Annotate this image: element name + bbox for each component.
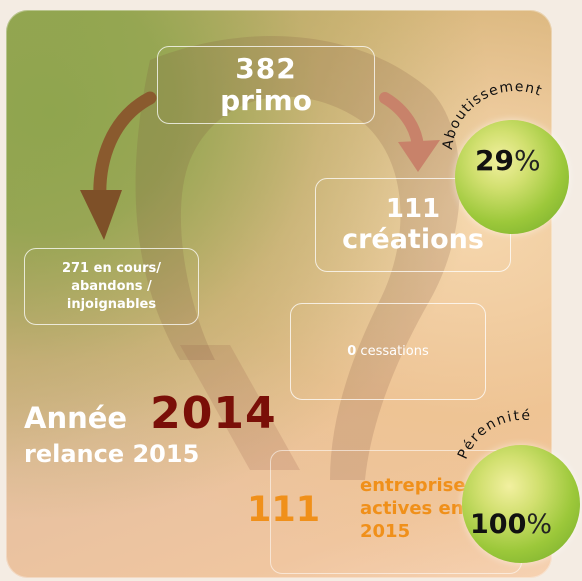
perennite-value-wrap: 100%: [470, 509, 552, 540]
aboutissement-circle: [455, 120, 569, 234]
en-cours-label: 271 en cours/ abandons / injoignables: [61, 260, 162, 312]
actives-label-text: entreprises actives en 2015: [360, 475, 477, 542]
perennite-unit: %: [526, 509, 553, 540]
perennite-value: 100: [470, 509, 527, 540]
creations-label: créations: [342, 224, 484, 255]
arrow-right-head: [398, 140, 440, 172]
background-panel: [6, 10, 552, 578]
primo-number: 382: [235, 52, 297, 85]
primo-box: 382 primo: [157, 46, 375, 124]
background-stripe: [180, 345, 300, 470]
aboutissement-value-wrap: 29%: [475, 144, 541, 177]
arrow-left-head: [80, 190, 122, 240]
creations-box: 111 créations: [315, 178, 511, 272]
perennite-title: Pérennité: [455, 408, 532, 462]
aboutissement-title-path: Aboutissement: [440, 79, 544, 151]
actives-number: 111: [247, 490, 321, 530]
creations-number: 111: [385, 194, 441, 224]
year-label: Année: [24, 401, 128, 435]
cessations-text: 0 cessations: [347, 343, 429, 361]
aboutissement-value: 29: [475, 144, 514, 177]
year-heading: Année 2014: [24, 388, 277, 439]
arrow-left: [93, 91, 157, 207]
cessations-number: 0: [347, 343, 357, 359]
perennite-title-path: Pérennité: [455, 408, 530, 462]
perennite-circle: [462, 445, 580, 563]
relance-label: relance 2015: [24, 440, 200, 468]
year-value: 2014: [150, 388, 277, 439]
aboutissement-title: Aboutissement: [440, 79, 545, 151]
aboutissement-unit: %: [513, 144, 541, 177]
primo-label: primo: [220, 84, 312, 117]
cessations-label: cessations: [360, 343, 429, 359]
background-swoosh: [135, 36, 461, 480]
en-cours-box: 271 en cours/ abandons / injoignables: [24, 248, 199, 325]
cessations-box: 0 cessations: [290, 303, 486, 400]
actives-label: entreprises actives en 2015: [360, 474, 477, 543]
